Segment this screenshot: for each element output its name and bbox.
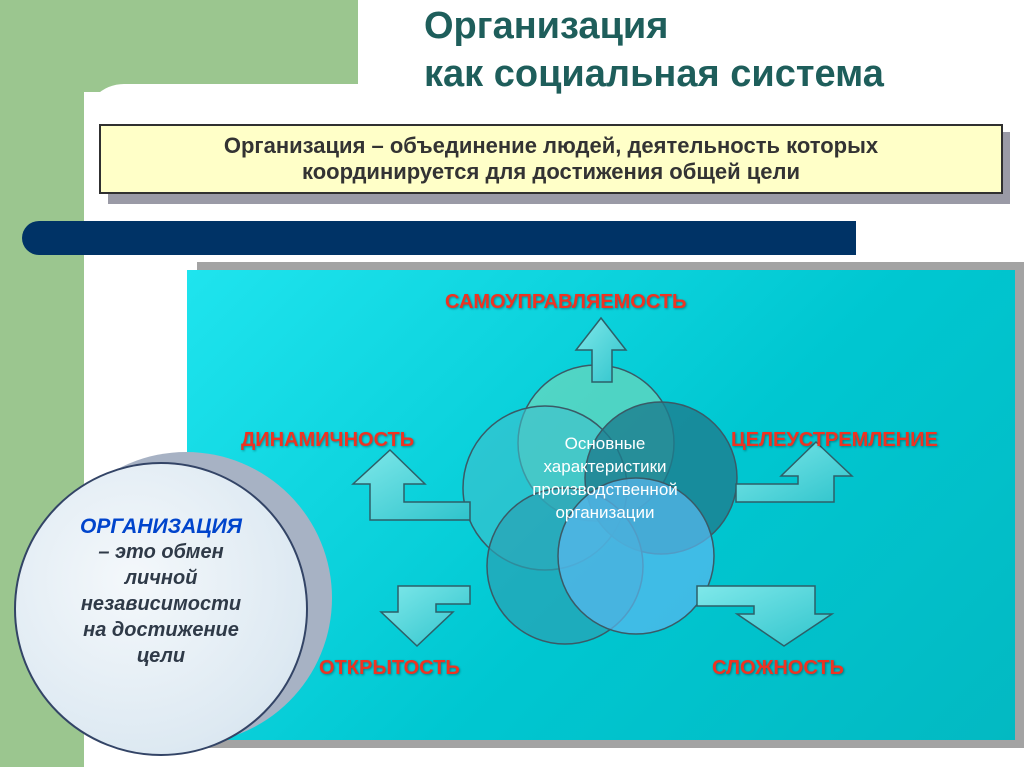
label-self-management: САМОУПРАВЛЯЕМОСТЬ (445, 291, 687, 313)
label-purposefulness: ЦЕЛЕУСТРЕМЛЕНИЕ (731, 429, 938, 451)
label-openness: ОТКРЫТОСТЬ (319, 657, 460, 679)
definition-line-2: координируется для достижения общей цели (301, 159, 801, 184)
center-line-2: характеристики (543, 457, 667, 476)
definition-box: Организация – объединение людей, деятель… (99, 124, 1003, 194)
arrow-up-icon (574, 316, 628, 383)
center-line-4: организации (555, 503, 655, 522)
arrow-right-down-icon (696, 585, 835, 647)
side-circle-line-5: цели (136, 645, 186, 667)
title-line-2: как социальная система (424, 53, 884, 95)
side-circle-line-4: на достижение (83, 619, 239, 641)
side-circle-text: ОРГАНИЗАЦИЯ – это обмен личной независим… (36, 514, 286, 669)
arrow-left-down-icon (379, 585, 471, 648)
characteristics-diagram (351, 316, 854, 648)
diagram-center-text: Основные характеристики производственной… (500, 432, 710, 524)
definition-line-1: Организация – объединение людей, деятель… (223, 133, 879, 158)
side-circle-line-1: – это обмен (98, 541, 224, 563)
divider-bar (22, 221, 856, 255)
label-dynamism: ДИНАМИЧНОСТЬ (241, 429, 415, 451)
arrow-right-up-icon (735, 440, 854, 503)
green-top-band (0, 0, 358, 92)
center-line-1: Основные (564, 434, 646, 453)
side-circle-heading: ОРГАНИЗАЦИЯ (80, 515, 242, 538)
center-line-3: производственной (532, 480, 678, 499)
side-circle-line-2: личной (124, 567, 198, 589)
title-line-1: Организация (424, 5, 669, 47)
slide-title: Организация как социальная система (424, 2, 884, 98)
side-definition-circle: ОРГАНИЗАЦИЯ – это обмен личной независим… (14, 462, 308, 756)
label-complexity: СЛОЖНОСТЬ (712, 657, 844, 679)
side-circle-line-3: независимости (80, 593, 242, 615)
venn-circle-bottom-right (557, 477, 715, 635)
arrow-left-up-icon (351, 448, 471, 521)
